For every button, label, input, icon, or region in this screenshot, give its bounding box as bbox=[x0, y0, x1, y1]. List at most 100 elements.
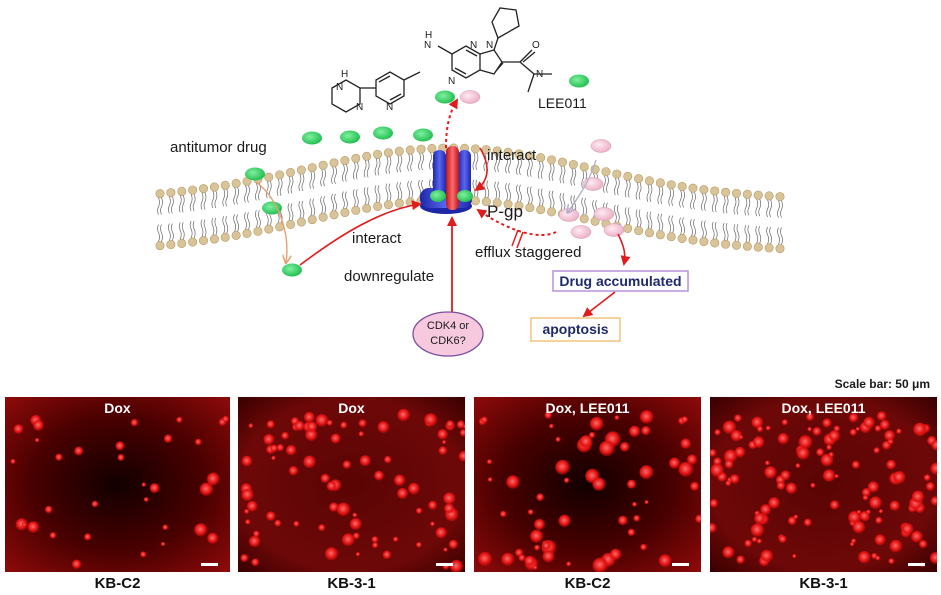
svg-text:N: N bbox=[386, 102, 393, 113]
fluorescent-cell bbox=[678, 461, 694, 477]
green-drug-molecule bbox=[282, 263, 302, 277]
lipid-head bbox=[655, 178, 665, 188]
fluorescent-cell bbox=[764, 466, 777, 479]
fluorescent-cell bbox=[130, 418, 139, 427]
lipid-head bbox=[644, 176, 654, 186]
lipid-head bbox=[166, 240, 176, 250]
fluorescent-cell bbox=[765, 425, 771, 431]
fluorescent-cell bbox=[222, 415, 230, 423]
fluorescent-cell bbox=[798, 435, 813, 450]
fluorescent-cell bbox=[687, 454, 698, 465]
fluorescent-cell bbox=[710, 463, 725, 478]
fluorescent-cell bbox=[456, 420, 465, 429]
fluorescent-cell bbox=[785, 482, 798, 494]
fluorescence-image bbox=[710, 397, 937, 572]
fluorescent-cell bbox=[812, 426, 822, 436]
fluorescent-cell bbox=[437, 429, 449, 440]
micrograph-panel-2: Dox bbox=[238, 397, 465, 572]
fluorescent-cell bbox=[893, 471, 906, 484]
lipid-head bbox=[525, 151, 535, 161]
lipid-head bbox=[721, 239, 731, 249]
green-drug-molecule bbox=[435, 90, 455, 104]
fluorescent-cell bbox=[644, 500, 649, 505]
lipid-head bbox=[644, 228, 654, 238]
fluorescent-cell bbox=[599, 440, 615, 457]
pink-drug-molecule bbox=[603, 223, 625, 237]
lipid-head bbox=[775, 244, 785, 254]
fluorescent-cell bbox=[194, 523, 208, 537]
lee011-label: LEE011 bbox=[538, 95, 587, 111]
antitumor-drug-molecules bbox=[245, 74, 589, 277]
green-drug-molecule bbox=[373, 126, 393, 140]
fluorescent-cell bbox=[530, 529, 544, 543]
fluorescent-cell bbox=[729, 474, 740, 484]
fluorescent-cell bbox=[765, 460, 770, 466]
panel-title: Dox bbox=[104, 400, 131, 416]
lipid-head bbox=[470, 144, 480, 154]
green-drug-molecule bbox=[302, 131, 322, 145]
lipid-head bbox=[177, 186, 187, 196]
lipid-head bbox=[188, 185, 198, 195]
pathway-arrows bbox=[255, 98, 631, 318]
fluorescent-cell bbox=[555, 436, 561, 443]
fluorescent-cell bbox=[780, 470, 791, 481]
fluorescent-cell bbox=[266, 420, 275, 429]
svg-text:H: H bbox=[341, 69, 348, 80]
interact-left-label: interact bbox=[352, 230, 402, 247]
fluorescent-cell bbox=[919, 540, 928, 549]
fluorescent-cell bbox=[163, 434, 173, 443]
lipid-head bbox=[264, 224, 274, 234]
lipid-head bbox=[351, 153, 361, 163]
green-drug-molecule bbox=[262, 201, 282, 215]
svg-text:N: N bbox=[448, 76, 455, 87]
fluorescent-cell bbox=[72, 559, 82, 570]
lipid-head bbox=[731, 240, 741, 250]
fluorescent-cell bbox=[13, 424, 24, 434]
fluorescent-cell bbox=[754, 512, 766, 525]
lipid-head bbox=[373, 201, 383, 211]
fluorescent-cell bbox=[294, 420, 305, 431]
fluorescent-cell bbox=[377, 421, 390, 434]
cdk-bubble bbox=[412, 311, 484, 357]
fluorescent-cell bbox=[450, 559, 464, 572]
lipid-head bbox=[481, 197, 491, 207]
fluorescent-cell bbox=[84, 533, 92, 541]
lipid-head bbox=[307, 163, 317, 173]
fluorescent-cell bbox=[384, 455, 392, 464]
fluorescent-cell bbox=[760, 504, 772, 516]
fluorescent-cell bbox=[288, 466, 299, 476]
fluorescent-cell bbox=[359, 455, 371, 467]
lipid-head bbox=[231, 178, 241, 188]
fluorescent-cell bbox=[913, 422, 927, 436]
fluorescent-cell bbox=[33, 419, 45, 431]
fluorescent-cell bbox=[793, 514, 799, 520]
lipid-head bbox=[492, 146, 502, 156]
lipid-head bbox=[209, 234, 219, 244]
lipid-head bbox=[699, 185, 709, 195]
fluorescent-cell bbox=[371, 536, 379, 543]
fluorescent-cell bbox=[240, 554, 249, 563]
fluorescent-cell bbox=[876, 411, 887, 421]
fluorescent-cell bbox=[579, 435, 593, 449]
micrograph-panel-3: Dox, LEE011 bbox=[474, 397, 701, 572]
fluorescent-cell bbox=[416, 541, 422, 548]
fluorescent-cell bbox=[393, 536, 399, 542]
fluorescent-cell bbox=[806, 413, 815, 421]
fluorescent-cell bbox=[889, 500, 901, 511]
fluorescent-cell bbox=[875, 555, 881, 561]
lipid-head bbox=[351, 205, 361, 215]
fluorescent-cell bbox=[544, 411, 553, 419]
fluorescent-cell bbox=[241, 488, 254, 502]
fluorescent-cell bbox=[869, 496, 883, 510]
fluorescent-cell bbox=[555, 459, 571, 475]
lipid-head bbox=[612, 169, 622, 179]
fluorescent-cell bbox=[803, 518, 812, 527]
lipid-head bbox=[405, 145, 415, 155]
fluorescent-cell bbox=[879, 419, 891, 430]
lipid-head bbox=[220, 232, 230, 242]
fluorescent-cell bbox=[739, 435, 744, 440]
lee011-molecules bbox=[459, 90, 625, 239]
fluorescent-cell bbox=[481, 416, 488, 424]
fluorescent-cell bbox=[325, 547, 339, 561]
fluorescent-cell bbox=[713, 457, 722, 466]
